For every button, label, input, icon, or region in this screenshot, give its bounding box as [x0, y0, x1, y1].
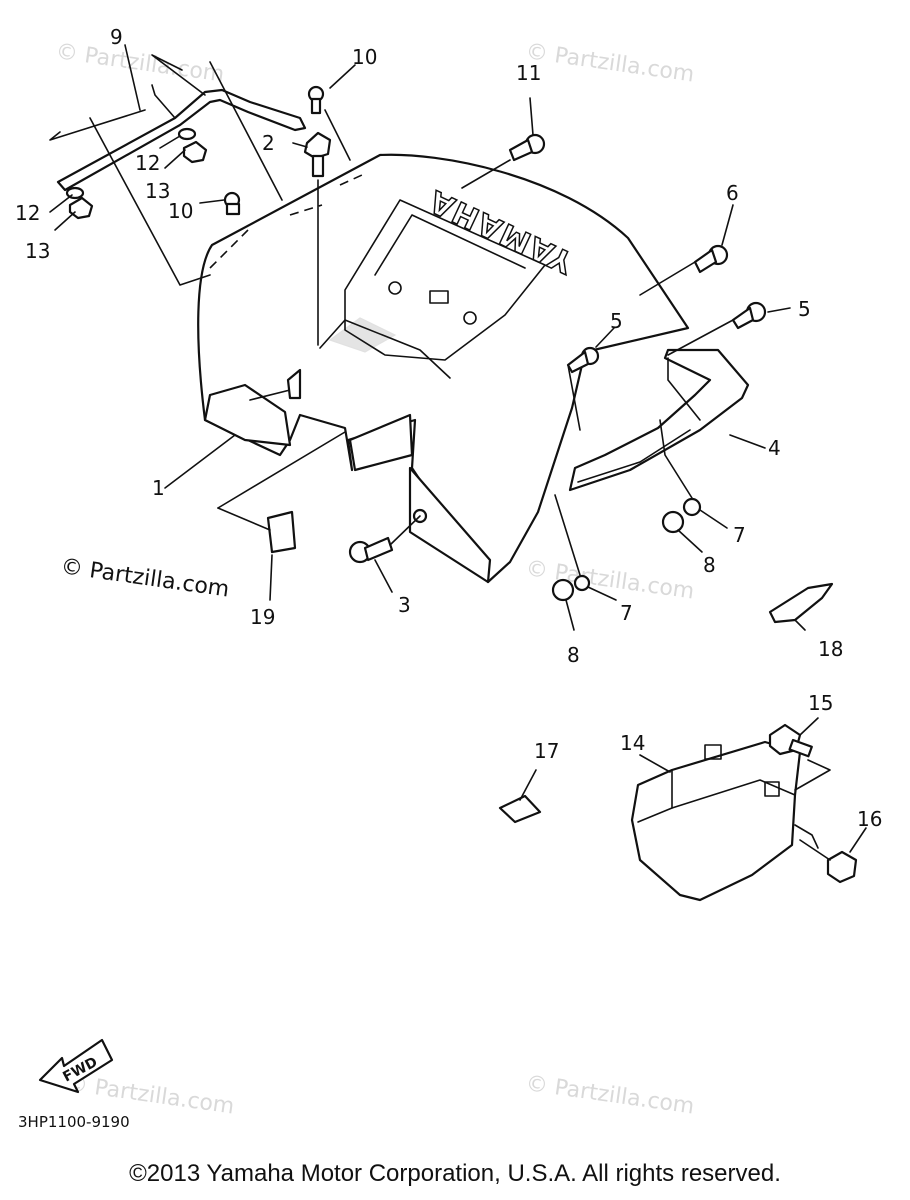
nut — [551, 578, 575, 602]
callout-13: 13 — [25, 239, 50, 263]
callout-13: 13 — [145, 179, 170, 203]
callout-12: 12 — [135, 151, 160, 175]
callout-10: 10 — [352, 45, 377, 69]
callout-19: 19 — [250, 605, 275, 629]
callout-12: 12 — [15, 201, 40, 225]
bolt — [693, 244, 729, 274]
bolt — [566, 346, 600, 374]
bolt — [307, 85, 325, 115]
callout-9: 9 — [110, 25, 123, 49]
callout-7: 7 — [620, 601, 633, 625]
collar — [573, 574, 591, 592]
nut — [826, 850, 858, 884]
diagram-code: 3HP1100-9190 — [18, 1113, 130, 1131]
watermark: © Partzilla.com — [54, 39, 226, 87]
bolt — [731, 301, 767, 330]
bolt — [508, 133, 546, 162]
collar — [682, 497, 702, 517]
nut — [68, 196, 94, 220]
mud-flap — [266, 510, 297, 554]
callout-3: 3 — [398, 593, 411, 617]
callout-2: 2 — [262, 131, 275, 155]
bolt — [303, 131, 332, 178]
watermark: © Partzilla.com — [59, 554, 231, 602]
callout-7: 7 — [733, 523, 746, 547]
copyright-notice: ©2013 Yamaha Motor Corporation, U.S.A. A… — [129, 1160, 781, 1187]
callout-8: 8 — [703, 553, 716, 577]
bolt — [223, 191, 241, 216]
callout-17: 17 — [534, 739, 559, 763]
callout-18: 18 — [818, 637, 843, 661]
callout-1: 1 — [152, 476, 165, 500]
rear-fender: YAMAHA — [197, 153, 690, 584]
watermark: © Partzilla.com — [524, 39, 696, 87]
bolt — [348, 536, 394, 564]
callout-15: 15 — [808, 691, 833, 715]
pad — [498, 794, 542, 824]
nut — [661, 510, 685, 534]
callout-5: 5 — [798, 297, 811, 321]
callout-14: 14 — [620, 731, 645, 755]
callout-11: 11 — [516, 61, 541, 85]
tool-box — [630, 740, 819, 902]
callout-4: 4 — [768, 436, 781, 460]
bolt — [768, 723, 813, 758]
watermark: © Partzilla.com — [524, 1071, 696, 1119]
side-rail — [568, 348, 750, 492]
callout-10: 10 — [168, 199, 193, 223]
nut — [182, 140, 208, 164]
leader-lines — [49, 44, 867, 861]
callout-6: 6 — [726, 181, 739, 205]
spacer — [177, 127, 197, 141]
grab-bar — [56, 84, 307, 192]
callout-16: 16 — [857, 807, 882, 831]
callout-8: 8 — [567, 643, 580, 667]
callout-5: 5 — [610, 309, 623, 333]
clip — [768, 582, 834, 624]
